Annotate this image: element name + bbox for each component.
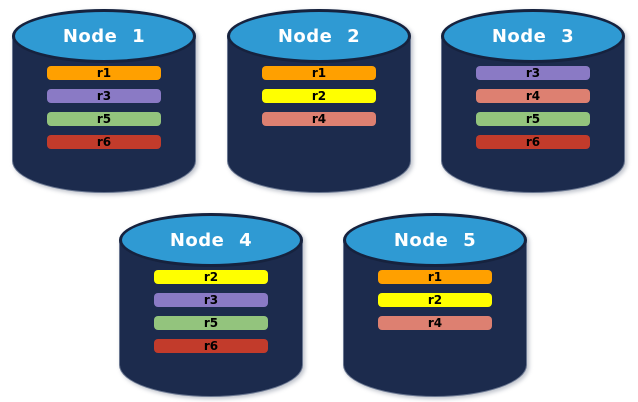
replica-bar-r1: r1 bbox=[378, 270, 492, 284]
replica-bar-r5: r5 bbox=[154, 316, 268, 330]
replica-bar-r5: r5 bbox=[47, 112, 161, 126]
replica-bar-r6: r6 bbox=[476, 135, 590, 149]
replica-bar-r3: r3 bbox=[154, 293, 268, 307]
replica-bar-r6: r6 bbox=[47, 135, 161, 149]
replica-bar-r4: r4 bbox=[476, 89, 590, 103]
replica-bar-r2: r2 bbox=[378, 293, 492, 307]
node-label: Node 3 bbox=[491, 25, 575, 47]
node-label: Node 4 bbox=[169, 229, 253, 251]
replica-bar-r6: r6 bbox=[154, 339, 268, 353]
replica-bar-r1: r1 bbox=[262, 66, 376, 80]
database-node-2: Node 2 r1 r2 r4 bbox=[227, 7, 411, 193]
replica-bar-r1: r1 bbox=[47, 66, 161, 80]
replica-list: r3 r4 r5 r6 bbox=[476, 66, 590, 149]
database-node-5: Node 5 r1 r2 r4 bbox=[343, 211, 527, 397]
replica-list: r1 r2 r4 bbox=[378, 270, 492, 330]
database-node-1: Node 1 r1 r3 r5 r6 bbox=[12, 7, 196, 193]
replica-bar-r2: r2 bbox=[154, 270, 268, 284]
replica-bar-r2: r2 bbox=[262, 89, 376, 103]
database-node-3: Node 3 r3 r4 r5 r6 bbox=[441, 7, 625, 193]
replica-bar-r3: r3 bbox=[47, 89, 161, 103]
cylinder-top-ellipse: Node 4 bbox=[119, 213, 303, 267]
database-node-4: Node 4 r2 r3 r5 r6 bbox=[119, 211, 303, 397]
node-label: Node 1 bbox=[62, 25, 146, 47]
replica-list: r1 r2 r4 bbox=[262, 66, 376, 126]
cylinder-top-ellipse: Node 5 bbox=[343, 213, 527, 267]
replica-bar-r4: r4 bbox=[378, 316, 492, 330]
node-label: Node 2 bbox=[277, 25, 361, 47]
cylinder-top-ellipse: Node 3 bbox=[441, 9, 625, 63]
node-label: Node 5 bbox=[393, 229, 477, 251]
replica-bar-r5: r5 bbox=[476, 112, 590, 126]
cylinder-top-ellipse: Node 1 bbox=[12, 9, 196, 63]
replica-bar-r4: r4 bbox=[262, 112, 376, 126]
replica-list: r1 r3 r5 r6 bbox=[47, 66, 161, 149]
replica-bar-r3: r3 bbox=[476, 66, 590, 80]
cylinder-top-ellipse: Node 2 bbox=[227, 9, 411, 63]
replica-list: r2 r3 r5 r6 bbox=[154, 270, 268, 353]
